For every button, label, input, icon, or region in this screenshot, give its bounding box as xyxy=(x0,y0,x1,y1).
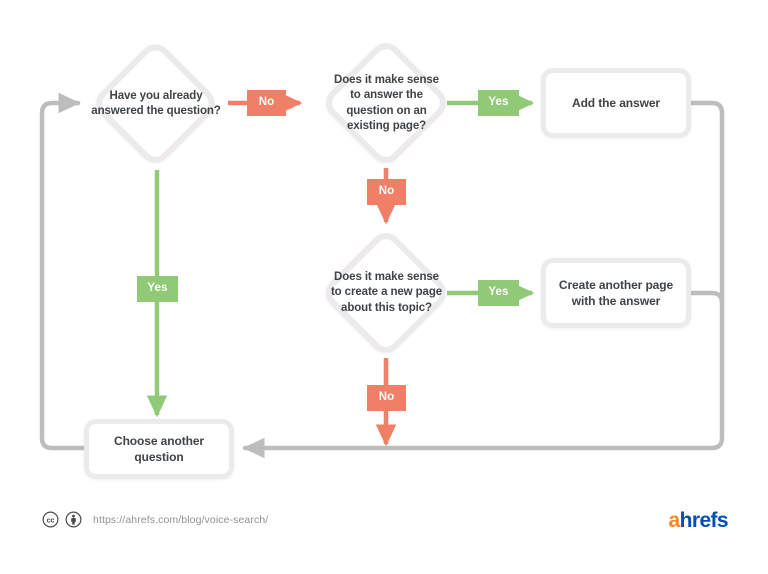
footer-url[interactable]: https://ahrefs.com/blog/voice-search/ xyxy=(93,513,269,526)
cc-icon: cc xyxy=(42,511,59,528)
ahrefs-logo-a: a xyxy=(668,509,681,532)
wire-create-page-to-rail xyxy=(687,290,725,306)
wire-choose-to-q1 xyxy=(39,92,91,451)
footer-attribution: cc https://ahrefs.com/blog/voice-search/ xyxy=(42,511,268,528)
decision-node-already-answered-label: Have you already answered the question? xyxy=(91,89,221,117)
action-node-add-the-answer[interactable]: Add the answer xyxy=(541,68,691,138)
action-node-add-the-answer-label: Add the answer xyxy=(572,95,660,110)
decision-node-create-new-page-label: Does it make sense to create a new page … xyxy=(330,271,443,314)
edge-label-q2-yes: Yes xyxy=(478,90,519,116)
edge-label-q1-yes: Yes xyxy=(137,276,178,302)
edge-label-q1-no: No xyxy=(247,90,286,116)
ahrefs-logo-rest: hrefs xyxy=(679,509,729,532)
ahrefs-logo[interactable]: ahrefs xyxy=(668,509,729,532)
action-node-choose-another-question-label: Choose another question xyxy=(114,433,204,464)
edge-label-q2-no: No xyxy=(367,179,406,205)
edge-label-q3-yes: Yes xyxy=(478,280,519,306)
action-node-create-another-page-label: Create another page with the answer xyxy=(558,277,674,308)
svg-text:cc: cc xyxy=(47,516,55,524)
action-node-create-another-page[interactable]: Create another page with the answer xyxy=(541,258,691,328)
edge-label-q3-no: No xyxy=(367,385,406,411)
action-node-choose-another-question[interactable]: Choose another question xyxy=(84,419,234,479)
decision-node-answer-existing-page-label: Does it make sense to answer the questio… xyxy=(334,74,439,132)
cc-by-icon xyxy=(65,511,82,528)
